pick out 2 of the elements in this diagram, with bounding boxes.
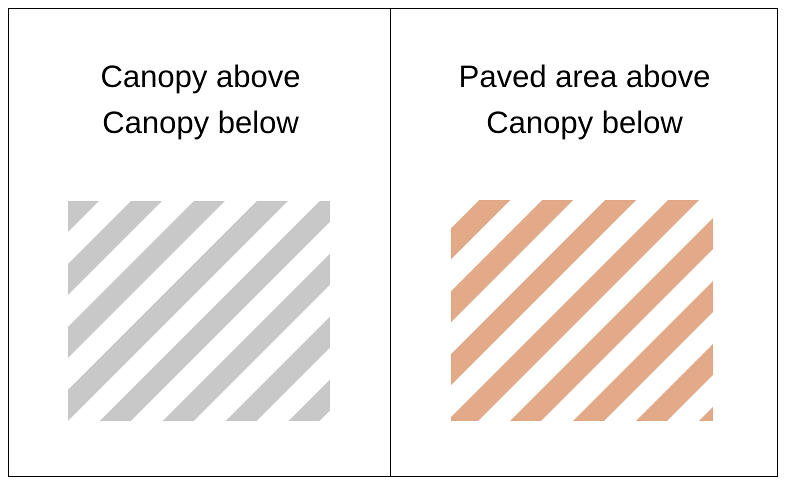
legend-label: Paved area above Canopy below — [458, 58, 712, 142]
legend-label: Canopy above Canopy below — [100, 58, 302, 142]
